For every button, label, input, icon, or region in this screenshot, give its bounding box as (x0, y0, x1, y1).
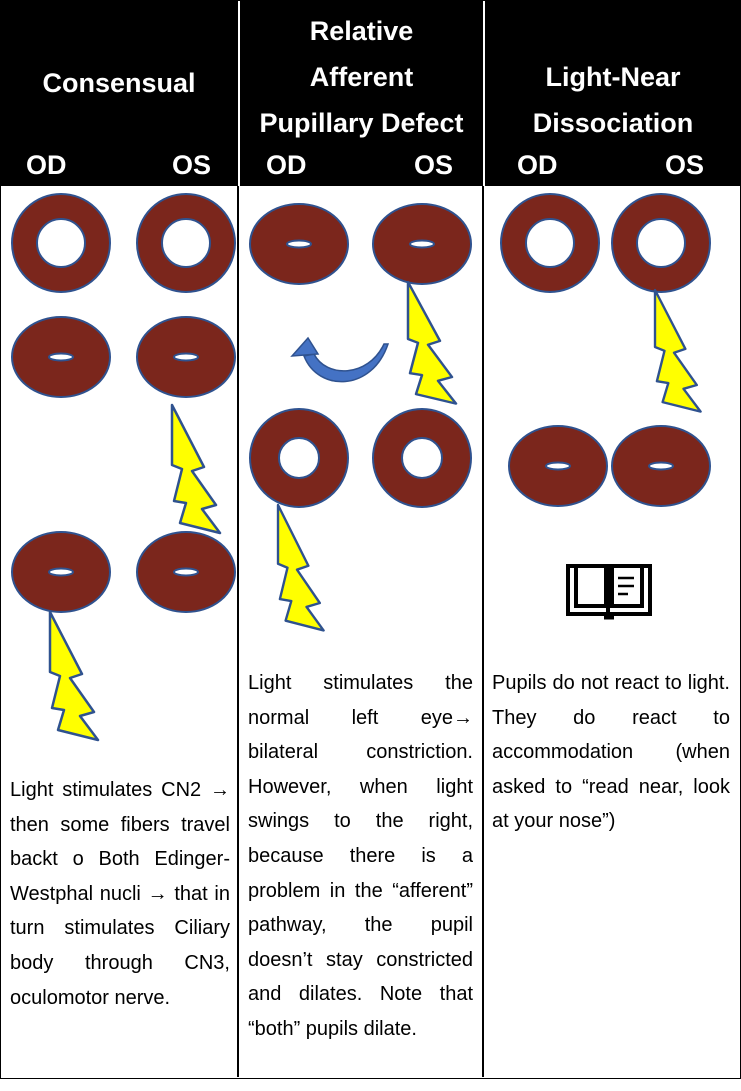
constricted-pupil-eye (136, 531, 236, 613)
constricted-pupil-eye (372, 203, 472, 285)
constricted-pupil-eye (249, 203, 349, 285)
lightning-bolt-icon (406, 280, 458, 405)
dilated-pupil-eye (11, 193, 111, 293)
column-title-line: Relative (309, 16, 414, 46)
dilated-pupil-eye (500, 193, 600, 293)
lightning-bolt-icon (48, 610, 100, 742)
od-label: OD (26, 150, 67, 180)
column-title-line: Light-Near (545, 62, 681, 92)
light-near-description: Pupils do not react to light. They do re… (492, 672, 730, 833)
rapd-description: Light stimulates the normal left eye→ bi… (248, 672, 473, 1040)
os-label: OS (665, 150, 705, 180)
constricted-pupil-eye (136, 316, 236, 398)
lightning-bolt-icon (653, 288, 702, 413)
constricted-pupil-eye (611, 425, 711, 507)
open-book-icon (566, 564, 652, 620)
column-title-line: Dissociation (532, 108, 694, 138)
consensual-description: Light stimulates CN2 → then some fibers … (10, 779, 230, 1009)
dilated-pupil-eye (249, 408, 349, 508)
column-title: Consensual (42, 68, 196, 98)
dilated-pupil-eye (372, 408, 472, 508)
column-divider (482, 186, 484, 1077)
swing-arrow-icon (290, 336, 390, 383)
od-label: OD (266, 150, 307, 180)
os-label: OS (414, 150, 454, 180)
os-label: OS (172, 150, 212, 180)
lightning-bolt-icon (276, 503, 325, 632)
header-light-near: Light-Near Dissociation OD OS (485, 0, 741, 186)
header-consensual: Consensual OD OS (0, 0, 238, 186)
constricted-pupil-eye (508, 425, 608, 507)
lightning-bolt-icon (170, 403, 222, 535)
od-label: OD (517, 150, 558, 180)
header-rapd: Relative Afferent Pupillary Defect OD OS (240, 0, 483, 186)
dilated-pupil-eye (611, 193, 711, 293)
column-divider (237, 186, 239, 1077)
column-title-line: Afferent (309, 62, 414, 92)
dilated-pupil-eye (136, 193, 236, 293)
constricted-pupil-eye (11, 531, 111, 613)
column-title-line: Pupillary Defect (259, 108, 464, 138)
constricted-pupil-eye (11, 316, 111, 398)
